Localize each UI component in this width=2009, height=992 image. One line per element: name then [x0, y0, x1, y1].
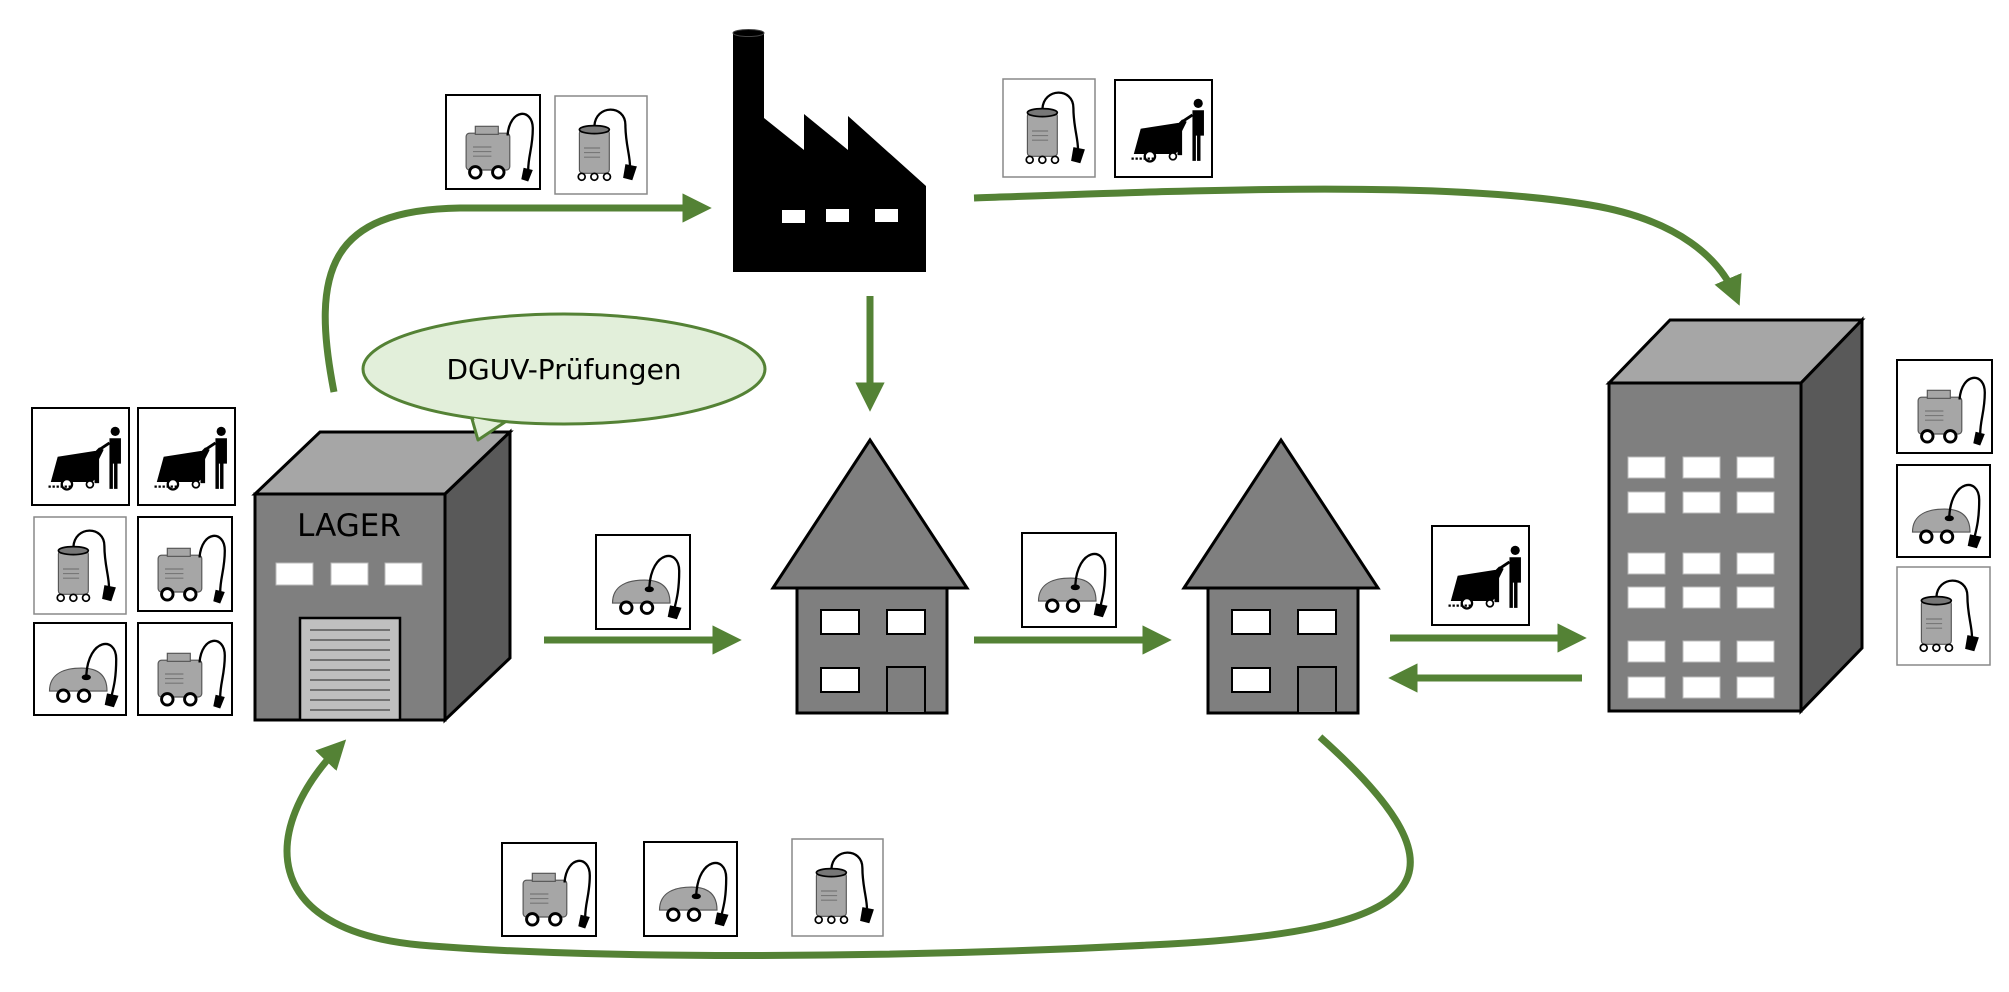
- barrel-vacuum-icon: [1002, 78, 1096, 178]
- warehouse-building: LAGER: [251, 428, 514, 724]
- drum-vacuum-icon: [595, 534, 691, 630]
- barrel-vacuum-icon: [554, 95, 648, 195]
- warehouse-gate: [298, 616, 402, 722]
- drum-vacuum-icon: [643, 841, 738, 937]
- drum-vacuum-icon: [33, 622, 127, 716]
- canister-vacuum-icon: [1896, 359, 1993, 454]
- barrel-vacuum-icon: [791, 838, 884, 937]
- scrubber-machine-icon: [1431, 525, 1530, 626]
- canister-vacuum-icon: [137, 622, 233, 716]
- house-1: [771, 438, 969, 715]
- house-2: [1182, 438, 1380, 715]
- device-icons: [31, 78, 1993, 937]
- drum-vacuum-icon: [1896, 464, 1991, 558]
- warehouse-label: LAGER: [297, 508, 401, 544]
- factory-icon: [732, 29, 926, 272]
- barrel-vacuum-icon: [33, 516, 127, 615]
- scrubber-machine-icon: [1114, 79, 1213, 178]
- scrubber-machine-icon: [137, 407, 236, 506]
- drum-vacuum-icon: [1021, 532, 1117, 628]
- arrow-house2-to-warehouse: [283, 734, 1414, 959]
- office-tower: [1605, 316, 1866, 715]
- barrel-vacuum-icon: [1896, 566, 1991, 666]
- canister-vacuum-icon: [445, 94, 541, 190]
- scrubber-machine-icon: [31, 407, 130, 506]
- canister-vacuum-icon: [137, 516, 233, 612]
- canister-vacuum-icon: [501, 842, 597, 937]
- flow-arrows: [283, 185, 1742, 959]
- arrow-factory-to-tower: [973, 185, 1742, 306]
- callout-text: DGUV-Prüfungen: [446, 353, 681, 386]
- arrow-warehouse-to-factory: [321, 193, 712, 393]
- dguv-callout: DGUV-Prüfungen: [361, 312, 767, 442]
